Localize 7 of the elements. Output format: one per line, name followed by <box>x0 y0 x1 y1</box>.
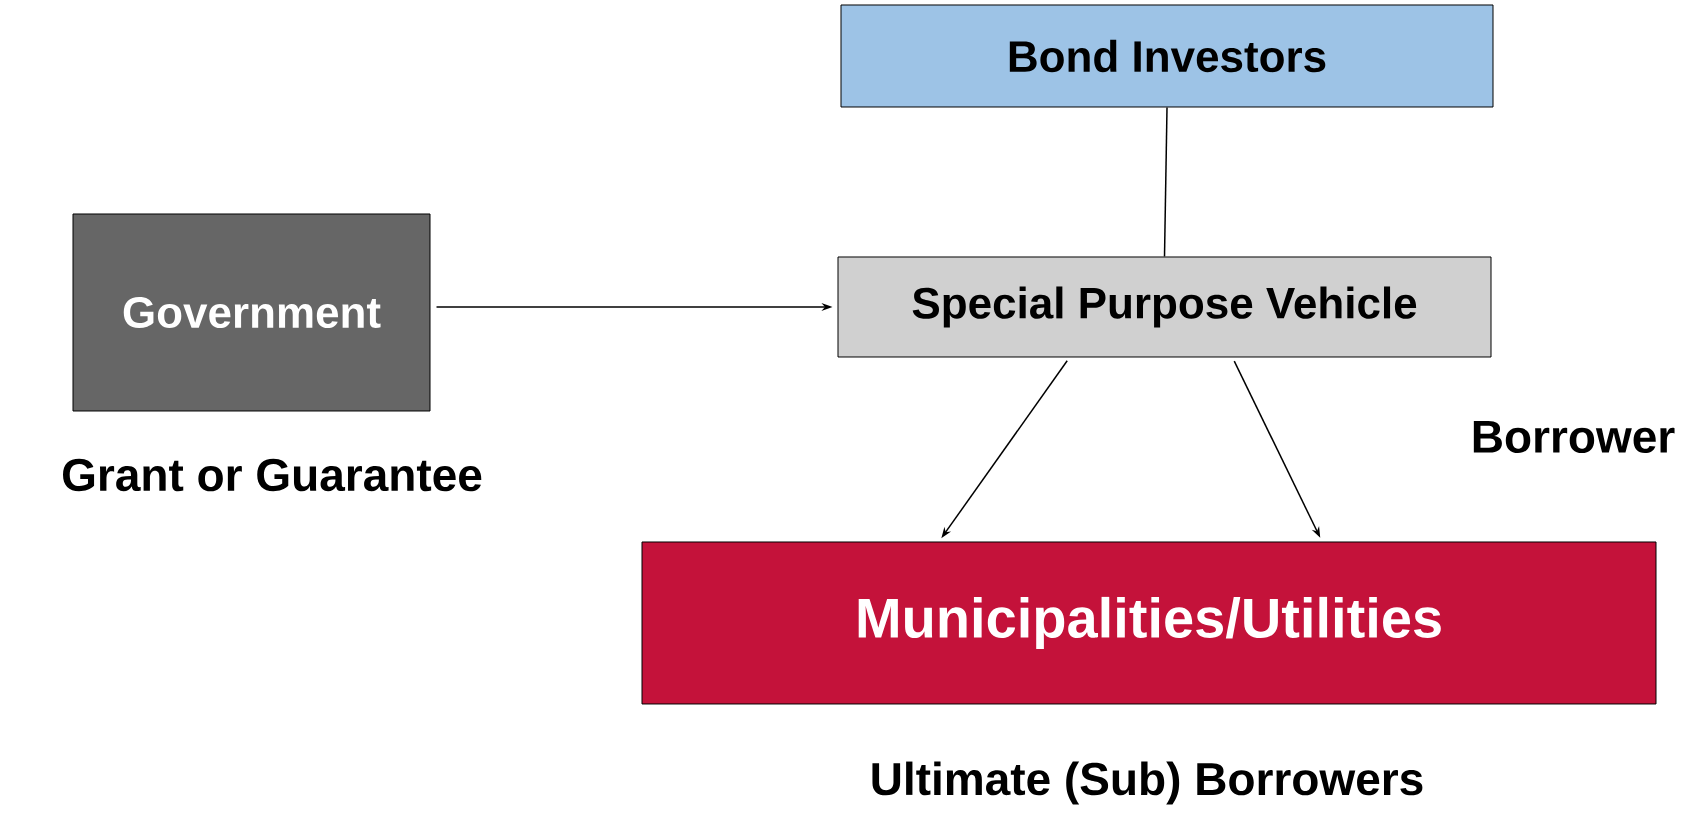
node-label: Grant or Guarantee <box>63 458 482 492</box>
box: Special Purpose Vehicle <box>837 256 1492 358</box>
box: Government <box>72 213 431 412</box>
box: Municipalities/Utilities <box>641 541 1657 705</box>
node-label: Borrower <box>1473 420 1675 454</box>
box: Bond Investors <box>840 4 1494 108</box>
node-label: Ultimate (Sub) Borrowers <box>872 761 1423 805</box>
